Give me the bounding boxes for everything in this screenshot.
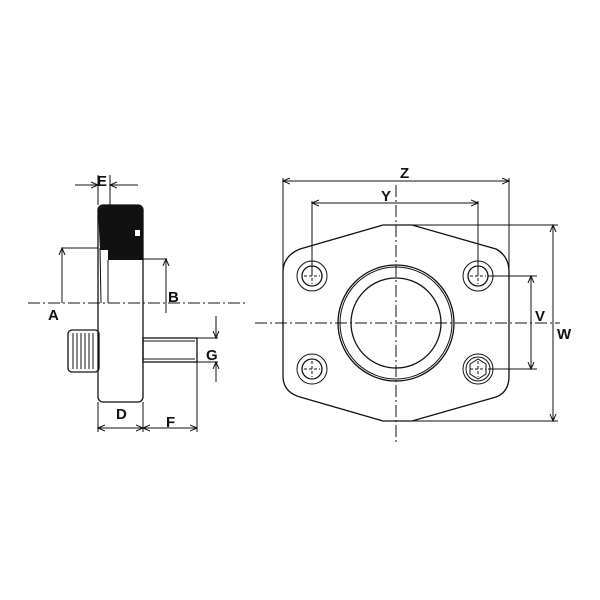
seal-notch [135,230,140,236]
seal-black-section [98,205,143,260]
knurled-nut [67,329,100,373]
dim-label-b: B [168,289,179,306]
front-view: Z Y V W [255,165,572,445]
dim-label-a: A [48,307,59,324]
dim-label-g: G [206,347,218,364]
stud-bolt [142,337,198,363]
dim-label-e: E [97,173,107,190]
dim-label-z: Z [400,165,409,182]
dim-label-w: W [557,326,572,343]
dim-label-f: F [166,414,175,431]
dim-label-y: Y [381,188,391,205]
side-view: E A B G D F [28,173,245,432]
hex-bolt-head [469,358,487,380]
dim-label-d: D [116,406,127,423]
dim-label-v: V [535,308,545,325]
knurl-lines [72,333,94,369]
